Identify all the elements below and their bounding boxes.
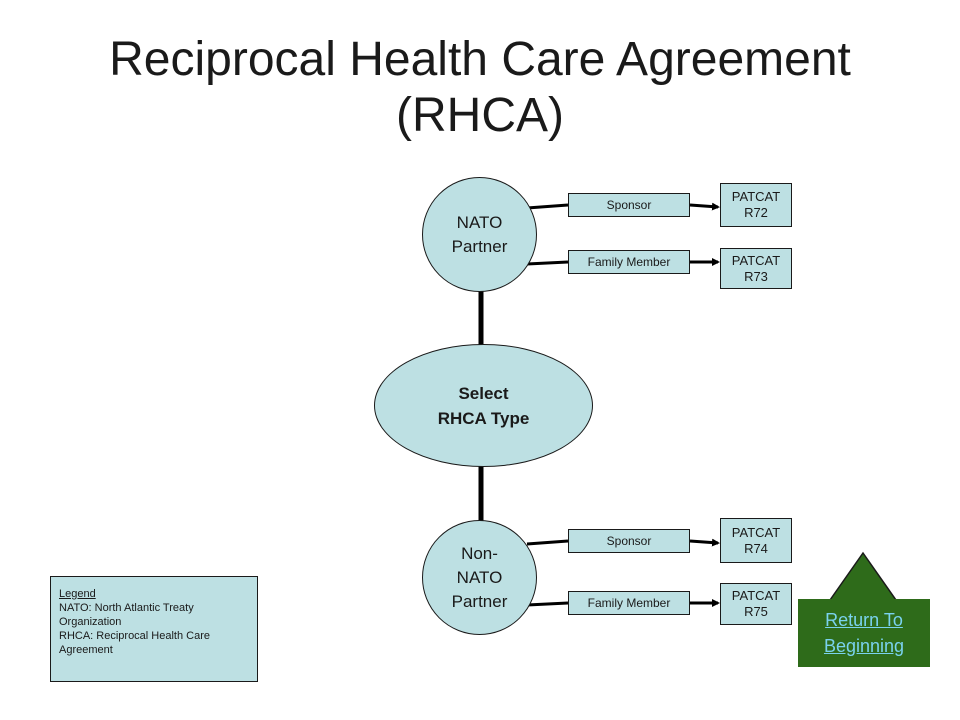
nato-partner-node[interactable]: NATO Partner — [422, 177, 537, 292]
title-line-2: (RHCA) — [396, 89, 564, 142]
legend-box: Legend NATO: North Atlantic Treaty Organ… — [50, 576, 258, 682]
patcat-r73-line-1: PATCAT — [731, 252, 781, 268]
legend-line-4: Agreement — [59, 644, 113, 656]
patcat-r75-line-2: R75 — [744, 604, 768, 619]
nonnato-sponsor-to-r74 — [689, 538, 720, 547]
legend-line-2: Organization — [59, 616, 122, 628]
nonnato-to-sponsor — [526, 539, 569, 546]
nonnato-family-member-box[interactable]: Family Member — [568, 591, 690, 615]
nato-to-family — [526, 260, 569, 266]
nonnato-family-member-label: Family Member — [587, 596, 671, 610]
nato-family-member-label: Family Member — [587, 255, 671, 269]
patcat-r72-box[interactable]: PATCAT R72 — [720, 183, 792, 227]
non-nato-line-1: Non- — [461, 543, 498, 563]
patcat-r74-line-1: PATCAT — [731, 524, 781, 540]
non-nato-line-3: Partner — [451, 591, 508, 611]
select-line-1: Select — [458, 383, 509, 403]
title-line-1: Reciprocal Health Care Agreement — [109, 33, 851, 86]
patcat-r74-line-2: R74 — [744, 540, 768, 556]
return-line-1: Return To — [825, 610, 903, 630]
patcat-r72-line-2: R72 — [744, 205, 768, 220]
select-rhca-type-node[interactable]: Select RHCA Type — [374, 344, 593, 467]
nato-family-member-box[interactable]: Family Member — [568, 250, 690, 274]
return-to-beginning-button[interactable]: Return To Beginning — [798, 599, 930, 667]
nato-sponsor-to-r72 — [689, 202, 720, 211]
return-line-2: Beginning — [823, 636, 905, 656]
nato-partner-line-1: NATO — [456, 212, 503, 232]
select-line-2: RHCA Type — [437, 408, 530, 428]
legend-title: Legend — [59, 588, 96, 600]
patcat-r75-line-1: PATCAT — [731, 588, 781, 603]
patcat-r73-box[interactable]: PATCAT R73 — [720, 248, 792, 289]
patcat-r74-box[interactable]: PATCAT R74 — [720, 518, 792, 563]
nato-partner-line-2: Partner — [451, 236, 508, 256]
nato-sponsor-box[interactable]: Sponsor — [568, 193, 690, 217]
nato-to-sponsor — [526, 203, 569, 210]
non-nato-partner-node[interactable]: Non- NATO Partner — [422, 520, 537, 635]
nato-sponsor-label: Sponsor — [606, 198, 652, 212]
non-nato-line-2: NATO — [456, 567, 503, 587]
nonnato-to-family — [526, 601, 569, 607]
patcat-r72-line-1: PATCAT — [731, 189, 781, 204]
page-title: Reciprocal Health Care Agreement (RHCA) — [0, 32, 960, 144]
legend-line-1: NATO: North Atlantic Treaty — [59, 602, 194, 614]
nonnato-sponsor-label: Sponsor — [606, 534, 652, 548]
patcat-r75-box[interactable]: PATCAT R75 — [720, 583, 792, 625]
patcat-r73-line-2: R73 — [744, 268, 768, 284]
legend-line-3: RHCA: Reciprocal Health Care — [59, 630, 210, 642]
nonnato-sponsor-box[interactable]: Sponsor — [568, 529, 690, 553]
